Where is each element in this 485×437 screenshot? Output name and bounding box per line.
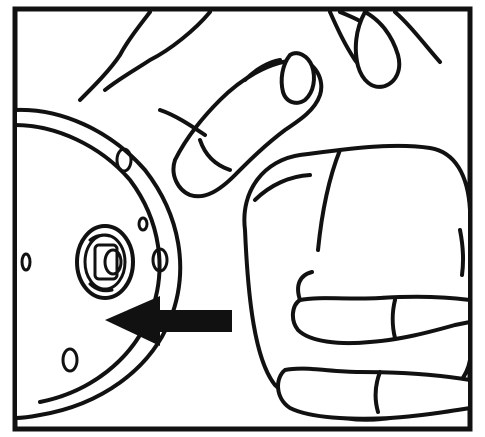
- upper-hand: [78, 10, 442, 199]
- left-arrow-icon: [105, 296, 232, 346]
- cap-piece: [242, 143, 472, 422]
- lower-hand: [276, 270, 472, 421]
